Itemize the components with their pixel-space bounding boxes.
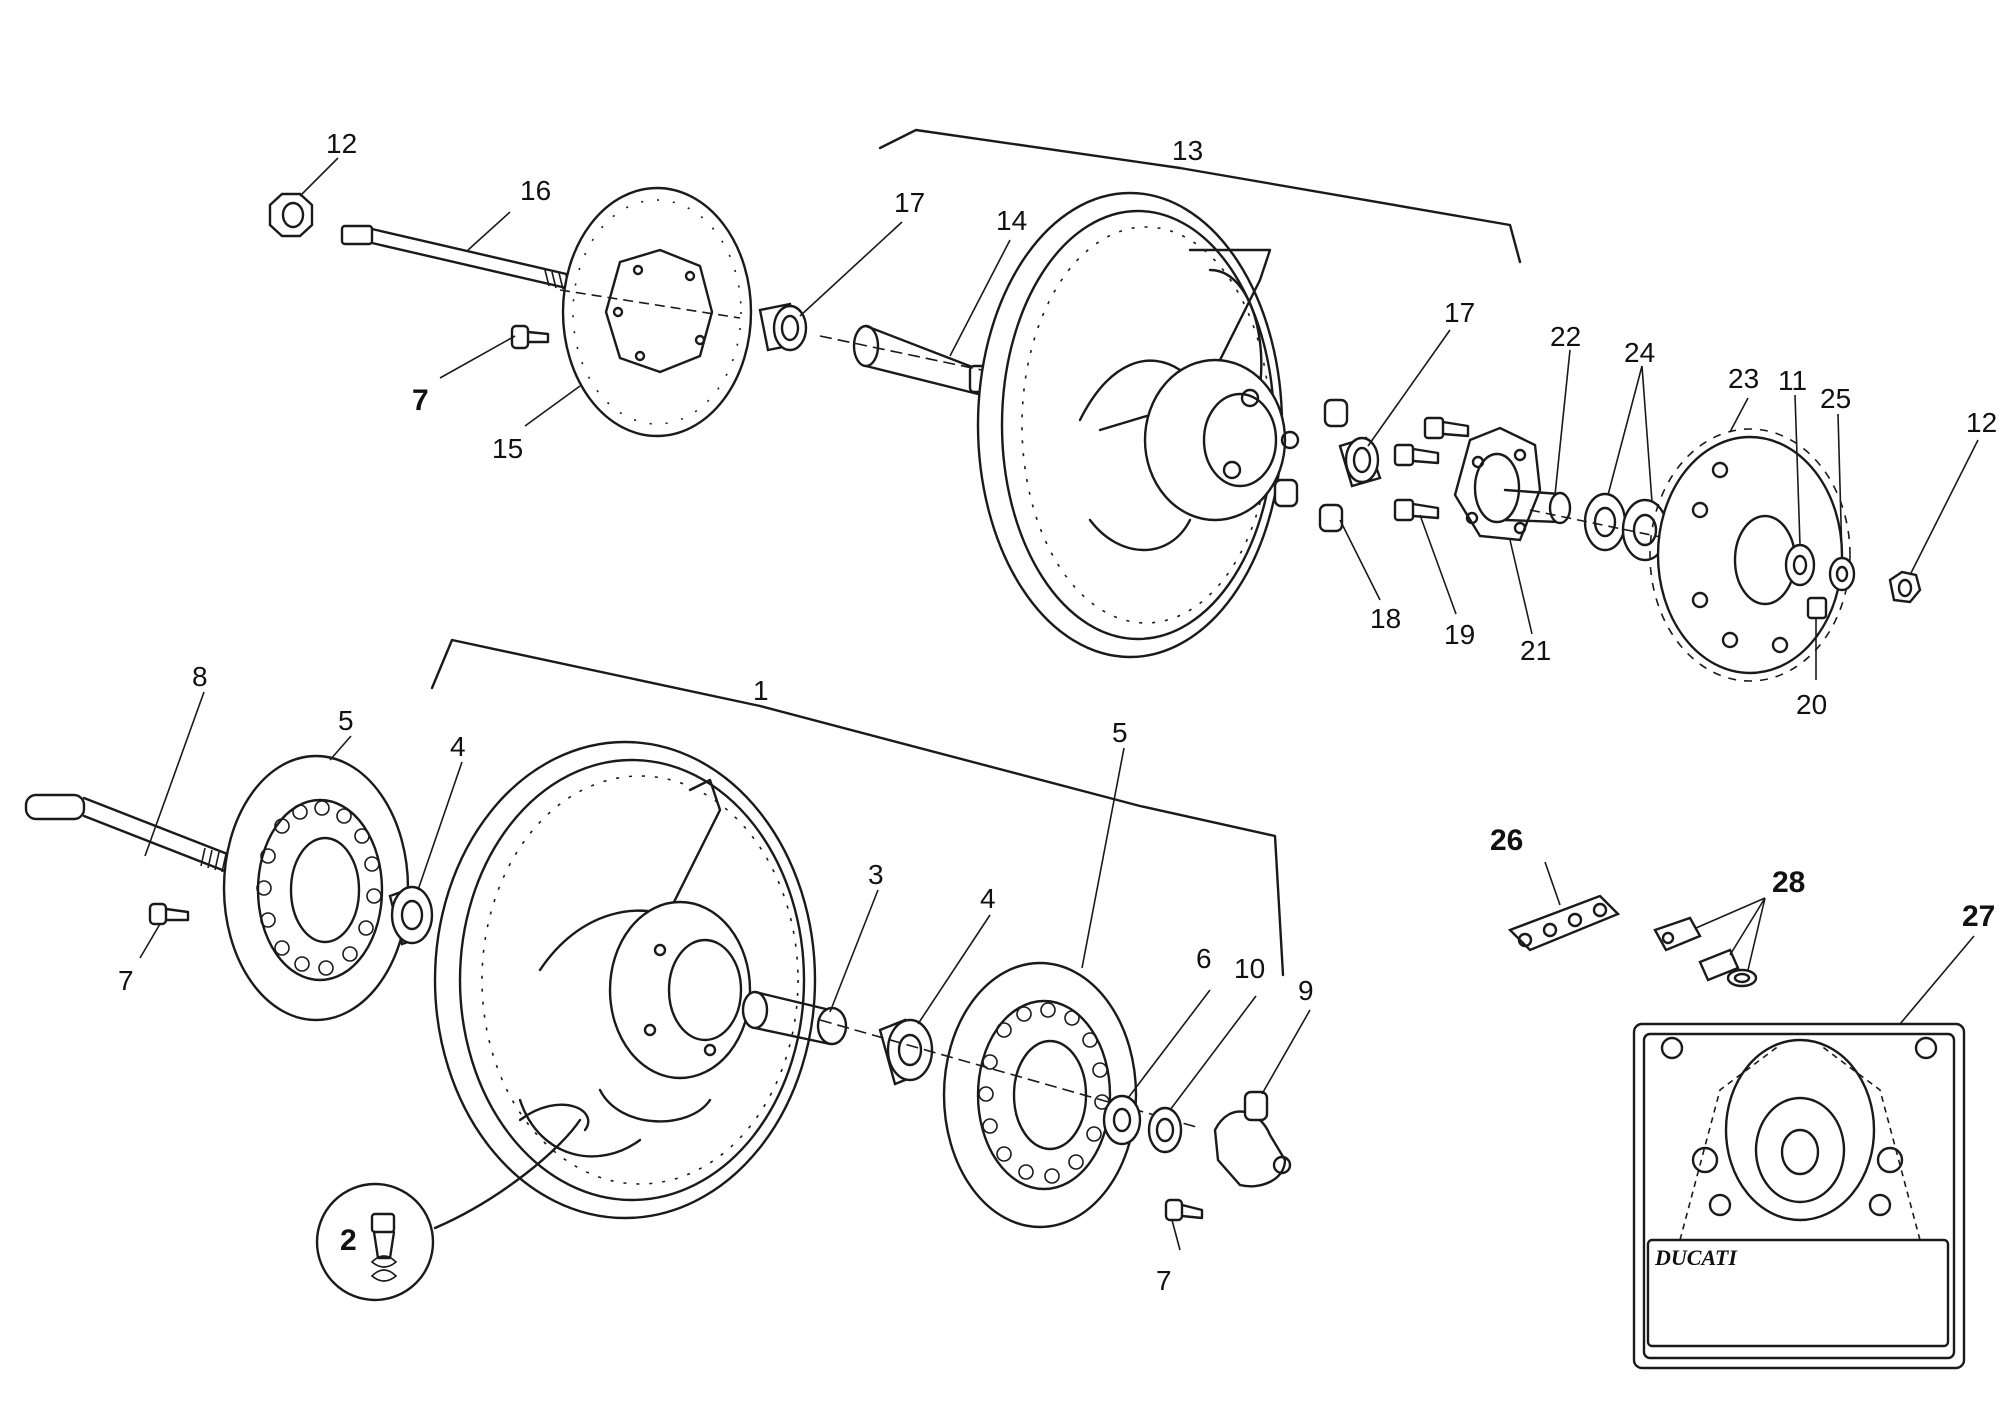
label-9: 9	[1298, 975, 1314, 1006]
label-5-right: 5	[1112, 717, 1128, 748]
bolt-7-left	[148, 902, 190, 926]
label-28: 28	[1772, 866, 1805, 899]
bearing-6	[1102, 1094, 1142, 1146]
leader-lines	[139, 157, 1979, 1251]
label-3: 3	[868, 859, 884, 890]
rear-sprocket-23	[1649, 428, 1851, 682]
chain-cover-27: DUCATI	[1632, 1022, 1966, 1370]
label-1: 1	[753, 675, 769, 706]
rear-brake-disc-15	[559, 186, 753, 438]
label-7-left: 7	[118, 965, 134, 996]
rear-axle-16	[340, 224, 577, 292]
valve-2-callout	[315, 1118, 582, 1302]
label-2: 2	[340, 1224, 357, 1257]
chain-26	[1507, 894, 1621, 952]
callout-labels: 12 16 7 15 17 14 13 17 22 24 23 11 25 12…	[118, 128, 1997, 1296]
washer-25	[1828, 556, 1856, 592]
label-5-left: 5	[338, 705, 354, 736]
studs-19	[1393, 416, 1470, 522]
label-7-top: 7	[412, 384, 429, 417]
front-axle-8	[24, 793, 232, 875]
label-26: 26	[1490, 824, 1523, 857]
label-27: 27	[1962, 900, 1995, 933]
spacer-17-left	[758, 302, 808, 352]
bolt-7-top	[510, 324, 550, 350]
label-7-right: 7	[1156, 1265, 1172, 1296]
label-4-center: 4	[980, 883, 996, 914]
label-24: 24	[1624, 337, 1655, 368]
label-19: 19	[1444, 619, 1475, 650]
bearing-4-left	[388, 885, 434, 946]
nut-20	[1806, 596, 1828, 620]
label-8: 8	[192, 661, 208, 692]
bracket-13	[878, 128, 1522, 264]
label-16: 16	[520, 175, 551, 206]
label-10: 10	[1234, 953, 1265, 984]
label-6: 6	[1196, 943, 1212, 974]
label-12-left: 12	[326, 128, 357, 159]
rear-wheel-13	[976, 191, 1349, 659]
label-22: 22	[1550, 321, 1581, 352]
cover-brand-logo: DUCATI	[1654, 1245, 1738, 1270]
sprocket-carrier-21	[1453, 426, 1542, 542]
spacer-17-right	[1338, 436, 1382, 488]
front-brake-disc-5-left	[222, 754, 410, 1022]
label-20: 20	[1796, 689, 1827, 720]
nut-12-right	[1888, 570, 1922, 604]
label-12-right: 12	[1966, 407, 1997, 438]
bolt-7-right	[1164, 1198, 1204, 1222]
speedo-drive-9	[1213, 1090, 1292, 1188]
label-18: 18	[1370, 603, 1401, 634]
label-21: 21	[1520, 635, 1551, 666]
front-brake-disc-5-right	[819, 961, 1201, 1229]
label-23: 23	[1728, 363, 1759, 394]
bracket-1	[430, 638, 1285, 977]
label-14: 14	[996, 205, 1027, 236]
label-25: 25	[1820, 383, 1851, 414]
front-wheel-1	[433, 740, 817, 1220]
label-4-left: 4	[450, 731, 466, 762]
label-11: 11	[1778, 365, 1807, 396]
label-17-right: 17	[1444, 297, 1475, 328]
spacer-11	[1784, 543, 1816, 587]
label-17-left: 17	[894, 187, 925, 218]
bearing-4-center	[878, 1018, 934, 1086]
nut-12-left	[268, 192, 314, 238]
master-link-28	[1653, 916, 1758, 988]
label-13: 13	[1172, 135, 1203, 166]
seal-10	[1147, 1106, 1183, 1154]
label-15: 15	[492, 433, 523, 464]
